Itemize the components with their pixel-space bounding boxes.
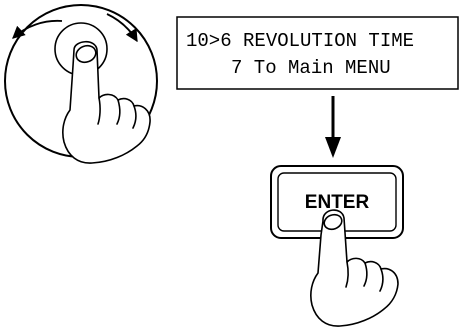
lcd-display: 10>6 REVOLUTION TIME 7 To Main MENU: [177, 17, 458, 89]
arrow-down-icon: [325, 96, 341, 158]
lcd-line-1: 10>6 REVOLUTION TIME: [186, 30, 414, 52]
lcd-line-2: 7 To Main MENU: [231, 57, 391, 79]
jog-dial-group: [5, 5, 157, 163]
